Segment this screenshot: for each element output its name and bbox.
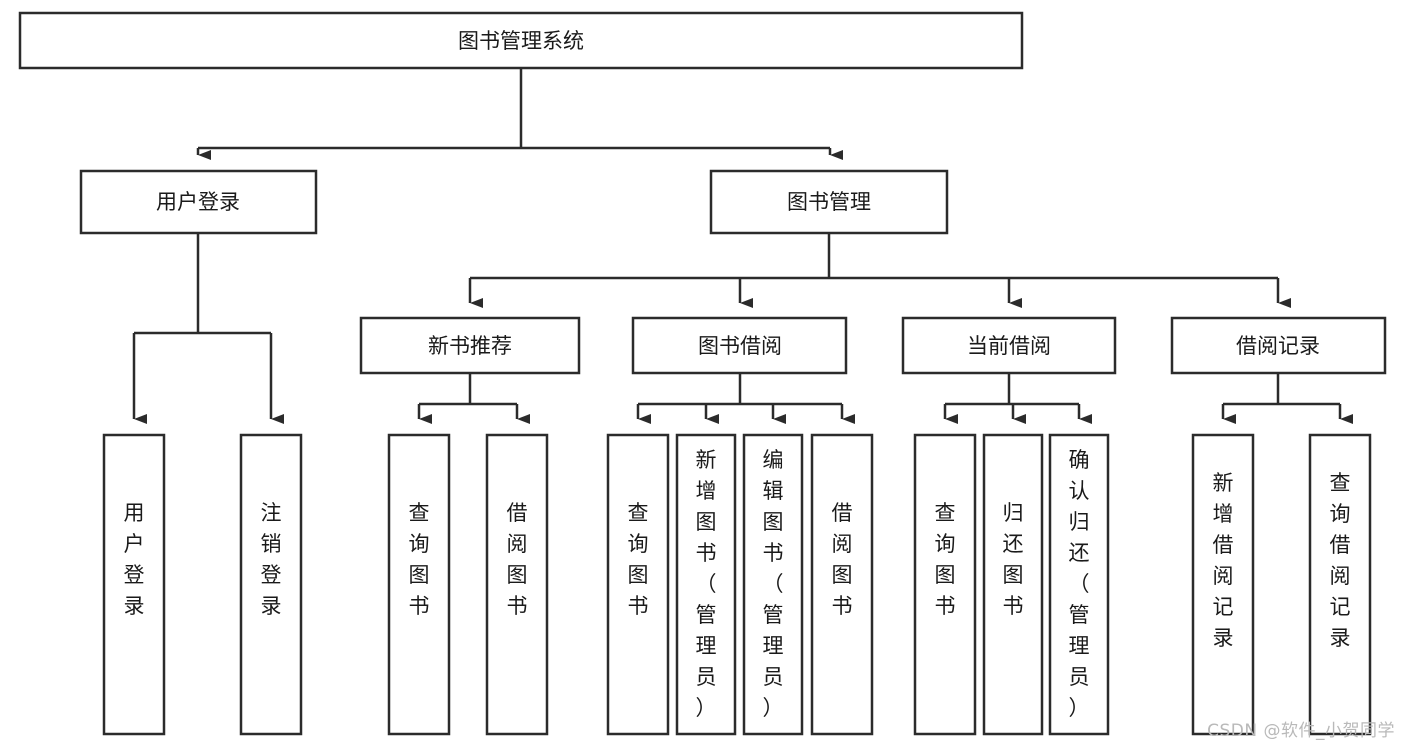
node-borrow-record[interactable]: 借阅记录 xyxy=(1170,316,1387,375)
leaf-logout-label: 注销登录 xyxy=(261,501,282,618)
leaf-query-book-newbook[interactable]: 查询图书 xyxy=(387,433,451,736)
leaf-query-borrow-record[interactable]: 查询借阅记录 xyxy=(1308,433,1372,736)
node-new-book-recommend-box xyxy=(359,316,581,375)
leaf-return-book[interactable]: 归还图书 xyxy=(982,433,1044,736)
leaf-confirm-return-admin[interactable]: 确认归还（管理员） xyxy=(1048,433,1110,736)
leaf-user-login-label: 用户登录 xyxy=(124,501,145,618)
node-root-box xyxy=(18,11,1024,70)
leaf-edit-book-admin-label: 编辑图书（管理员） xyxy=(763,448,784,720)
leaf-user-login[interactable]: 用户登录 xyxy=(102,433,166,736)
leaf-query-book-current-box xyxy=(913,433,977,736)
leaf-borrow-book-newbook[interactable]: 借阅图书 xyxy=(485,433,549,736)
node-current-borrow-label: 当前借阅 xyxy=(967,334,1051,358)
node-root-label: 图书管理系统 xyxy=(458,29,584,53)
leaf-add-borrow-record-label: 新增借阅记录 xyxy=(1213,471,1234,650)
leaf-query-borrow-record-box xyxy=(1308,433,1372,736)
leaf-query-book-current-label: 查询图书 xyxy=(935,501,956,618)
leaf-query-book-borrow[interactable]: 查询图书 xyxy=(606,433,670,736)
leaf-logout[interactable]: 注销登录 xyxy=(239,433,303,736)
node-root-system[interactable]: 图书管理系统 xyxy=(18,11,1024,70)
node-borrow-record-box xyxy=(1170,316,1387,375)
node-current-borrow[interactable]: 当前借阅 xyxy=(901,316,1117,375)
leaf-add-borrow-record-box xyxy=(1191,433,1255,736)
leaf-query-borrow-record-label: 查询借阅记录 xyxy=(1330,471,1351,650)
leaf-add-book-admin-box xyxy=(675,433,737,736)
leaf-add-borrow-record[interactable]: 新增借阅记录 xyxy=(1191,433,1255,736)
leaf-query-book-newbook-box xyxy=(387,433,451,736)
node-book-borrow-label: 图书借阅 xyxy=(698,334,782,358)
leaf-borrow-book-newbook-box xyxy=(485,433,549,736)
leaf-query-book-borrow-label: 查询图书 xyxy=(628,501,649,618)
leaf-add-book-admin[interactable]: 新增图书（管理员） xyxy=(675,433,737,736)
leaf-return-book-box xyxy=(982,433,1044,736)
leaf-borrow-book-borrow-box xyxy=(810,433,874,736)
leaf-confirm-return-admin-label: 确认归还（管理员） xyxy=(1069,448,1090,720)
leaf-confirm-return-admin-box xyxy=(1048,433,1110,736)
node-user-login-label: 用户登录 xyxy=(156,190,240,214)
node-book-borrow[interactable]: 图书借阅 xyxy=(631,316,848,375)
leaf-query-book-borrow-box xyxy=(606,433,670,736)
node-book-management-box xyxy=(709,169,949,235)
leaf-edit-book-admin-box xyxy=(742,433,804,736)
leaf-return-book-label: 归还图书 xyxy=(1003,501,1024,618)
leaf-user-login-box xyxy=(102,433,166,736)
leaf-edit-book-admin[interactable]: 编辑图书（管理员） xyxy=(742,433,804,736)
node-new-book-recommend[interactable]: 新书推荐 xyxy=(359,316,581,375)
node-borrow-record-label: 借阅记录 xyxy=(1236,334,1320,358)
leaf-query-book-current[interactable]: 查询图书 xyxy=(913,433,977,736)
node-user-login[interactable]: 用户登录 xyxy=(79,169,318,235)
leaf-add-book-admin-label: 新增图书（管理员） xyxy=(696,448,717,720)
leaf-borrow-book-borrow-label: 借阅图书 xyxy=(832,501,853,618)
node-book-management[interactable]: 图书管理 xyxy=(709,169,949,235)
leaf-borrow-book-borrow[interactable]: 借阅图书 xyxy=(810,433,874,736)
connector-layer xyxy=(132,68,1353,424)
leaf-node-layer: 用户登录 注销登录 查询图书 借阅图书 查询图书 新增图书（管理员） 编辑图书（… xyxy=(102,433,1372,736)
node-book-management-label: 图书管理 xyxy=(787,190,871,214)
node-current-borrow-box xyxy=(901,316,1117,375)
leaf-borrow-book-newbook-label: 借阅图书 xyxy=(507,501,528,618)
leaf-query-book-newbook-label: 查询图书 xyxy=(409,501,430,618)
node-new-book-recommend-label: 新书推荐 xyxy=(428,334,512,358)
node-user-login-box xyxy=(79,169,318,235)
leaf-logout-box xyxy=(239,433,303,736)
csdn-watermark: CSDN @软件_小贺同学 xyxy=(1207,721,1395,741)
node-book-borrow-box xyxy=(631,316,848,375)
